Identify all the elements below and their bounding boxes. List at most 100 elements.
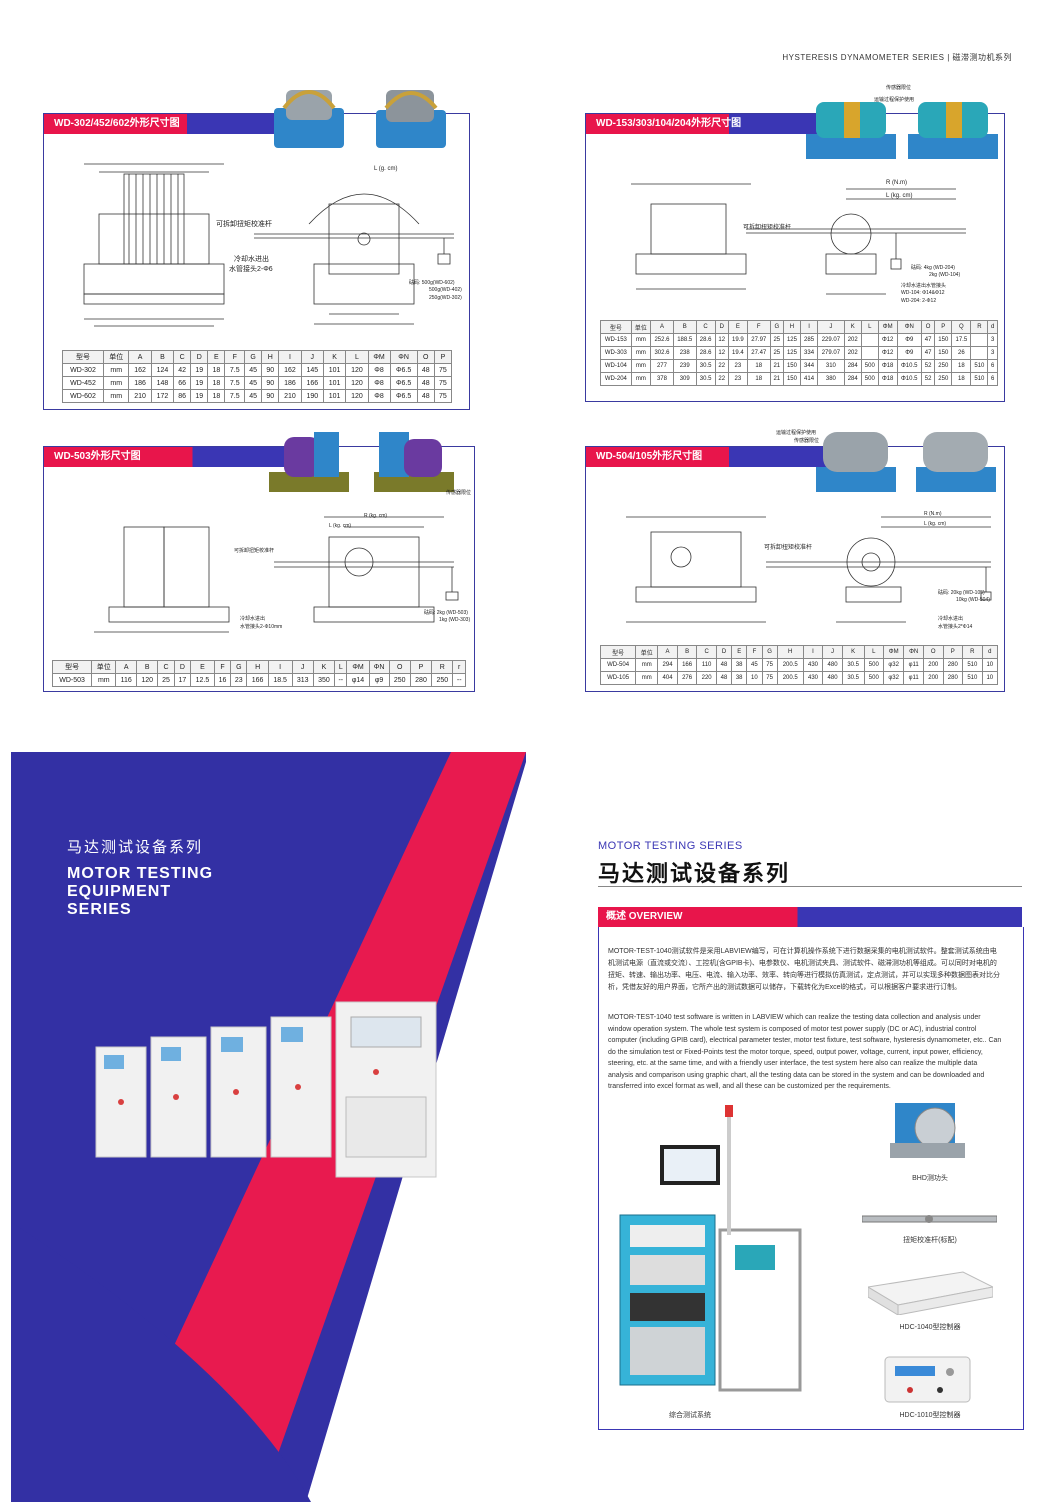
series-label-cn: 马达测试设备系列 bbox=[598, 861, 791, 886]
table-cell: 150 bbox=[782, 359, 802, 373]
table-cell: Φ8 bbox=[367, 376, 391, 390]
table-cell: 47 bbox=[920, 333, 936, 347]
overview-bar bbox=[598, 907, 1022, 927]
table-cell: B bbox=[136, 660, 159, 674]
table-cell: 510 bbox=[962, 658, 983, 672]
panel-wd-504: WD-504/105外形尺寸图 运输过程保护使用 传感器限位 可拆卸扭矩校准杆 … bbox=[585, 430, 1005, 692]
label-protect: 运输过程保护使用 bbox=[874, 97, 915, 103]
table-cell: WD-153 bbox=[600, 333, 632, 347]
table-cell: 18 bbox=[207, 363, 226, 377]
table-cell: P bbox=[433, 350, 453, 364]
table-cell: Φ9 bbox=[896, 333, 922, 347]
panel-wd-503: WD-503外形尺寸图 传感器限位 可拆卸扭矩校准杆 R (kg. cm) L … bbox=[43, 432, 475, 692]
label-torque-bar: 可拆卸扭矩校准杆 bbox=[764, 545, 813, 551]
table-cell: B bbox=[672, 320, 697, 334]
table-cell: 17.5 bbox=[951, 333, 972, 347]
table-cell: 18.5 bbox=[267, 673, 293, 687]
table-cell: C bbox=[157, 660, 175, 674]
equipment-photo bbox=[95, 1001, 437, 1178]
table-cell: 18 bbox=[746, 372, 771, 386]
label-pipe: 水管接头2-Φ6 bbox=[229, 266, 273, 273]
table-cell: 150 bbox=[782, 372, 802, 386]
table-cell: mm bbox=[630, 372, 652, 386]
table-cell: WD-104 bbox=[600, 359, 632, 373]
product-photo bbox=[269, 432, 454, 492]
table-cell: 430 bbox=[802, 671, 824, 685]
table-cell: r bbox=[452, 660, 466, 674]
table-cell: 510 bbox=[970, 359, 989, 373]
label-weights2: 2kg (WD-104) bbox=[929, 272, 961, 278]
table-cell: 250 bbox=[934, 372, 953, 386]
table-cell bbox=[970, 346, 989, 360]
table-cell: 101 bbox=[322, 389, 347, 403]
table-cell bbox=[860, 346, 879, 360]
table-cell: 404 bbox=[657, 671, 678, 685]
table-cell: 120 bbox=[345, 363, 369, 377]
table-cell: 250 bbox=[431, 673, 454, 687]
table-cell: 28.6 bbox=[695, 346, 716, 360]
table-cell: 277 bbox=[650, 359, 674, 373]
table-cell: 188.5 bbox=[672, 333, 697, 347]
label-R: R (N.m) bbox=[924, 511, 942, 517]
table-cell: J bbox=[300, 350, 324, 364]
table-cell: 202 bbox=[843, 346, 862, 360]
table-cell: Φ12 bbox=[877, 333, 898, 347]
table-cell: 202 bbox=[843, 333, 862, 347]
table-cell: 480 bbox=[822, 658, 843, 672]
table-cell: 48 bbox=[416, 363, 435, 377]
table-cell: 279.07 bbox=[817, 346, 845, 360]
table-cell: 166 bbox=[246, 673, 269, 687]
table-cell: Φ10.5 bbox=[896, 372, 922, 386]
table-cell: A bbox=[128, 350, 152, 364]
table-cell: d bbox=[981, 645, 999, 659]
table-cell: WD-504 bbox=[599, 658, 637, 672]
table-cell: F bbox=[224, 350, 246, 364]
table-cell: P bbox=[409, 660, 433, 674]
table-cell: 18 bbox=[207, 376, 226, 390]
cover-title-en-3: SERIES bbox=[67, 901, 132, 918]
table-cell: 90 bbox=[261, 376, 280, 390]
dimension-drawing bbox=[94, 516, 459, 633]
table-cell: ΦN bbox=[896, 320, 922, 334]
table-cell: 26 bbox=[951, 346, 972, 360]
table-cell: 19.9 bbox=[727, 333, 748, 347]
table-cell: 18 bbox=[746, 359, 771, 373]
table-cell: 45 bbox=[244, 389, 263, 403]
table-cell: 186 bbox=[278, 376, 302, 390]
table-cell: E bbox=[190, 660, 215, 674]
table-cell: 378 bbox=[650, 372, 674, 386]
table-cell: 型号 bbox=[51, 660, 93, 674]
table-cell: -- bbox=[452, 673, 466, 687]
table-cell: L bbox=[345, 350, 369, 364]
table-cell: 17 bbox=[173, 673, 192, 687]
table-cell: I bbox=[800, 320, 819, 334]
table-cell: Φ6.5 bbox=[389, 363, 418, 377]
table-cell: 220 bbox=[696, 671, 717, 685]
table-cell: H bbox=[782, 320, 802, 334]
table-cell: mm bbox=[630, 346, 652, 360]
table-cell: 47 bbox=[920, 346, 936, 360]
table-cell: 25 bbox=[769, 346, 784, 360]
table-cell: 75 bbox=[433, 363, 453, 377]
table-cell: 90 bbox=[261, 389, 280, 403]
table-cell: E bbox=[731, 645, 748, 659]
table-cell: 48 bbox=[715, 658, 733, 672]
table-cell: 500 bbox=[860, 372, 879, 386]
table-cell: 120 bbox=[345, 389, 369, 403]
caption-hdc1040: HDC-1040型控制器 bbox=[899, 1324, 961, 1331]
dimension-drawing bbox=[626, 516, 992, 623]
panel-title: WD-504/105外形尺寸图 bbox=[586, 447, 846, 467]
table-cell: 22 bbox=[714, 372, 729, 386]
table-cell: 23 bbox=[727, 372, 748, 386]
table-cell: ΦM bbox=[346, 660, 370, 674]
table-cell: F bbox=[746, 645, 763, 659]
table-cell: D bbox=[190, 350, 209, 364]
overview-box bbox=[598, 927, 1024, 1430]
table-cell: 3 bbox=[987, 346, 998, 360]
table-cell: O bbox=[416, 350, 435, 364]
overview-title: 概述 OVERVIEW bbox=[606, 911, 683, 922]
